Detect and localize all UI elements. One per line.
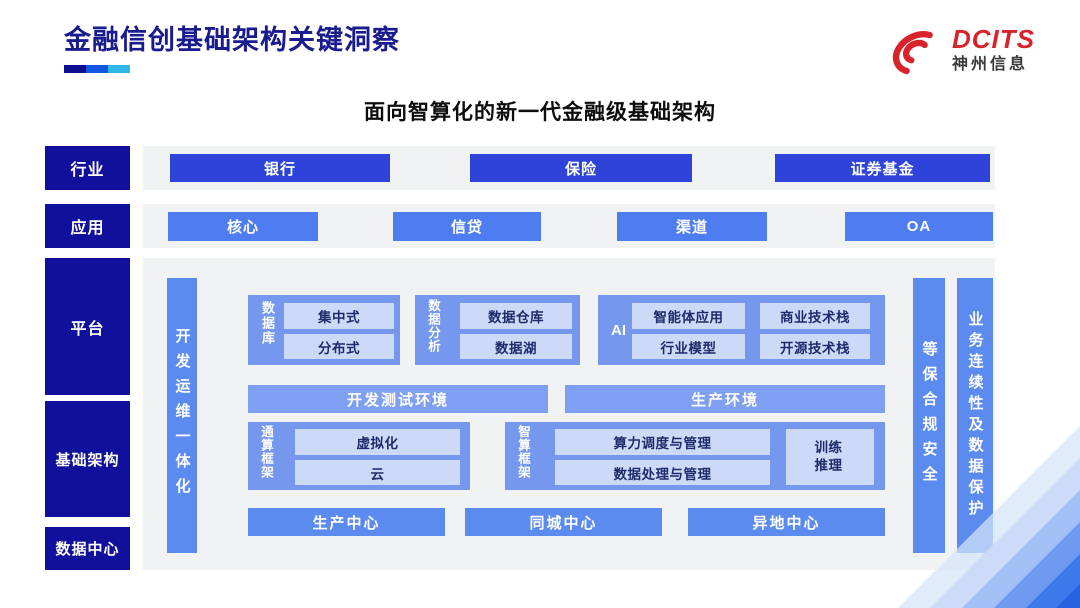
ai-item-opensource-stack: 开源技术栈 [760,334,870,359]
ai-item-agent-app: 智能体应用 [632,303,745,329]
ai-item-industry-model: 行业模型 [632,334,745,359]
devops-vertical-bar: 开发运维一体化 [167,278,197,553]
logo-swirl-icon [886,21,944,80]
logo-brand-text: DCITS [952,24,1035,55]
industry-item-insurance: 保险 [470,154,692,182]
underline-segment-dark [64,65,86,73]
page-title: 金融信创基础架构关键洞察 [64,25,400,55]
ai-group-label: AI [611,321,626,339]
general-compute-label: 通算框架 [259,425,273,479]
ai-group: AI 智能体应用 行业模型 商业技术栈 开源技术栈 [598,295,885,365]
intelligent-compute-group: 智算框架 算力调度与管理 数据处理与管理 训练推理 [505,422,885,490]
app-item-core: 核心 [168,212,318,241]
intelligent-compute-label: 智算框架 [516,425,530,479]
center-remote: 异地中心 [688,508,885,536]
analytics-item-lake: 数据湖 [460,334,572,359]
diagram-title: 面向智算化的新一代金融级基础架构 [364,101,716,124]
app-item-channel: 渠道 [617,212,767,241]
ai-item-commercial-stack: 商业技术栈 [760,303,870,329]
row-label-platform: 平台 [45,258,130,395]
dev-test-environment-bar: 开发测试环境 [248,385,548,413]
company-logo: DCITS 神州信息 [886,20,1046,80]
database-item-distributed: 分布式 [284,334,394,359]
database-item-centralized: 集中式 [284,303,394,329]
logo-company-text: 神州信息 [952,55,1029,73]
app-item-credit: 信贷 [393,212,541,241]
row-label-infrastructure: 基础架构 [45,401,130,517]
application-row: 核心 信贷 渠道 OA [143,204,995,248]
intelligent-item-dataprocessing: 数据处理与管理 [555,460,770,485]
intelligent-item-scheduling: 算力调度与管理 [555,429,770,455]
general-compute-group: 通算框架 虚拟化 云 [248,422,470,490]
row-label-application: 应用 [45,204,130,248]
intelligent-item-train-infer: 训练推理 [786,429,874,485]
general-item-cloud: 云 [295,460,460,485]
business-continuity-bar: 业务连续性及数据保护 [957,278,993,553]
industry-item-securities: 证券基金 [775,154,990,182]
underline-segment-mid [86,65,108,73]
analytics-item-warehouse: 数据仓库 [460,303,572,329]
center-production: 生产中心 [248,508,445,536]
database-group: 数据库 集中式 分布式 [248,295,400,365]
production-environment-bar: 生产环境 [565,385,885,413]
underline-segment-light [108,65,130,73]
general-item-virtualization: 虚拟化 [295,429,460,455]
database-group-label: 数据库 [260,301,275,346]
security-compliance-bar: 等保合规安全 [913,278,945,553]
app-item-oa: OA [845,212,993,241]
center-samecity: 同城中心 [465,508,662,536]
analytics-group-label: 数据分析 [426,299,440,353]
architecture-panel: 开发运维一体化 数据库 集中式 分布式 数据分析 数据仓库 数据湖 AI 智能体… [143,258,995,570]
industry-item-bank: 银行 [170,154,390,182]
industry-row: 银行 保险 证券基金 [143,146,995,190]
row-label-datacenter: 数据中心 [45,527,130,570]
analytics-group: 数据分析 数据仓库 数据湖 [415,295,580,365]
row-label-industry: 行业 [45,146,130,190]
title-underline [64,65,130,73]
